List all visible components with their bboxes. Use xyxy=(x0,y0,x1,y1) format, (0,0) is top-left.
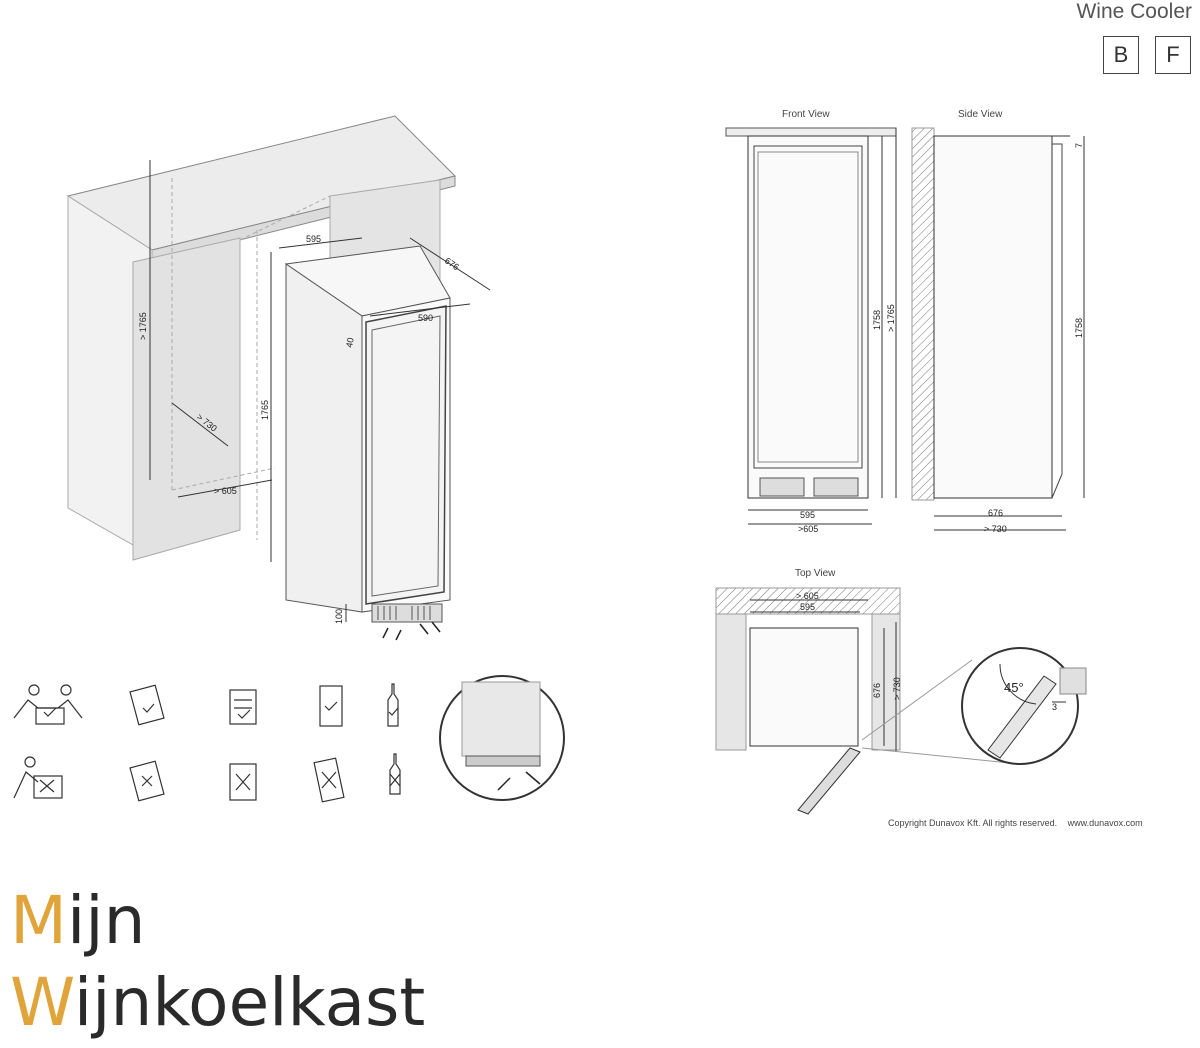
handling-icons xyxy=(13,683,401,803)
top-dim-niche-depth: > 730 xyxy=(892,677,902,700)
iso-dim-width: 595 xyxy=(306,234,321,244)
side-dim-gap: 7 xyxy=(1074,143,1084,148)
side-dim-depth: 676 xyxy=(988,508,1003,518)
side-dim-height: 1758 xyxy=(1074,318,1084,338)
iso-dim-niche-height: > 1765 xyxy=(138,312,148,340)
cabinet-check-icon xyxy=(319,685,343,727)
top-dim-gap: 3 xyxy=(1052,702,1057,712)
top-dim-width: 595 xyxy=(800,602,815,612)
badge-b: B xyxy=(1103,36,1139,74)
iso-dim-plinth: 100 xyxy=(334,609,344,624)
top-dim-niche-width: > 605 xyxy=(796,591,819,601)
top-dim-angle: 45° xyxy=(1004,680,1024,695)
copyright-label: Copyright Dunavox Kft. All rights reserv… xyxy=(888,818,1058,828)
logo-line-2: Wijnkoelkast xyxy=(10,964,426,1041)
two-person-lift-icon xyxy=(13,684,83,725)
iso-dim-door-gap: 40 xyxy=(344,337,356,349)
iso-dim-height: 1765 xyxy=(260,400,270,420)
brand-logo: Mijn Wijnkoelkast xyxy=(10,880,425,1044)
iso-dim-niche-width: > 605 xyxy=(214,486,237,496)
side-dim-niche-depth: > 730 xyxy=(984,524,1007,534)
top-view-label: Top View xyxy=(795,568,836,579)
side-view-label: Side View xyxy=(958,109,1003,120)
front-dim-niche-width: >605 xyxy=(798,524,818,534)
front-dim-height: 1758 xyxy=(872,310,882,330)
ventilation-detail xyxy=(439,675,565,801)
isometric-installation xyxy=(66,115,491,641)
top-dim-depth: 676 xyxy=(872,683,882,698)
front-view xyxy=(725,127,897,525)
storage-cross-icon xyxy=(229,763,257,801)
iso-dim-door-width: 590 xyxy=(418,313,433,323)
front-view-label: Front View xyxy=(782,109,830,120)
hinge-detail xyxy=(961,647,1087,765)
front-dim-niche-height: > 1765 xyxy=(886,304,896,332)
website-link[interactable]: www.dunavox.com xyxy=(1067,818,1143,828)
side-view xyxy=(911,127,1085,531)
cabinet-cross-icon xyxy=(313,757,345,803)
top-view xyxy=(715,587,1021,815)
badge-f: F xyxy=(1155,36,1191,74)
bottle-cross-icon xyxy=(389,753,401,795)
logo-line-1: Mijn xyxy=(10,882,146,959)
single-person-lift-icon xyxy=(13,756,63,799)
bottle-check-icon xyxy=(387,683,399,727)
storage-check-icon xyxy=(229,689,257,725)
front-dim-width: 595 xyxy=(800,510,815,520)
diagram-title: Wine Cooler xyxy=(1076,0,1192,23)
manual-check-icon xyxy=(129,684,165,726)
manual-cross-icon xyxy=(129,760,165,802)
copyright-text: Copyright Dunavox Kft. All rights reserv… xyxy=(888,818,1143,828)
